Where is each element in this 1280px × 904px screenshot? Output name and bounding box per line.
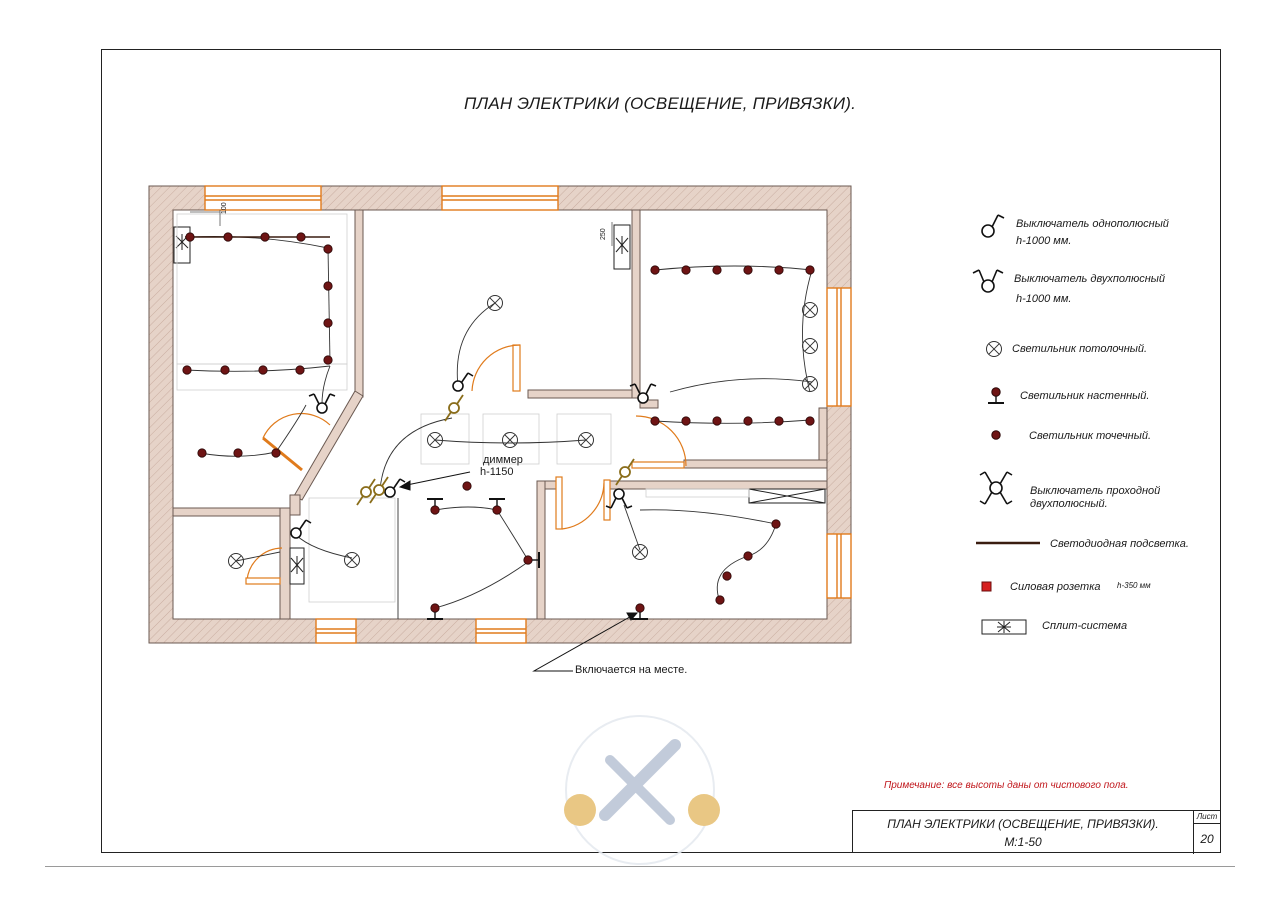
dimension-marks [190,210,613,246]
legend-label-pass-switch-2: двухполюсный. [1030,498,1108,510]
title-block-scale: М:1-50 [1004,835,1042,849]
double-pole-switch-icon [972,269,1004,293]
legend-label-ceiling-light: Светильник потолочный. [1012,343,1148,355]
legend-label-spot-light: Светильник точечный. [1029,430,1151,442]
legend-label-split-system: Сплит-система [1042,620,1128,632]
legend-label-single-switch: Выключатель однополюсный [1016,218,1169,230]
annotation-arrows [398,471,639,672]
legend-label-led-strip: Светодиодная подсветка. [1050,538,1189,550]
title-block-title: ПЛАН ЭЛЕКТРИКИ (ОСВЕЩЕНИЕ, ПРИВЯЗКИ). [887,817,1159,831]
spot-light-icon [991,430,1001,440]
ventilation-box [748,488,826,504]
page-title: ПЛАН ЭЛЕКТРИКИ (ОСВЕЩЕНИЕ, ПРИВЯЗКИ). [464,94,856,113]
split-system-icon [981,619,1027,635]
local-switch-note: Включается на месте. [575,664,688,676]
outer-walls [148,185,852,644]
dimmer-height-label: h-1150 [480,466,514,478]
sheet-number: 20 [1200,832,1214,846]
drawing-frame [101,49,1221,853]
legend-label-double-switch: Выключатель двухполюсный [1014,273,1166,285]
pass-through-switch-icon [979,471,1013,505]
legend-sub-socket: h-350 мм [1117,581,1151,590]
title-block-main: ПЛАН ЭЛЕКТРИКИ (ОСВЕЩЕНИЕ, ПРИВЯЗКИ). М:… [853,811,1194,854]
legend-label-wall-light: Светильник настенный. [1020,390,1150,402]
title-block: ПЛАН ЭЛЕКТРИКИ (ОСВЕЩЕНИЕ, ПРИВЯЗКИ). М:… [852,810,1221,854]
power-socket-icon [981,581,992,592]
windows [204,185,852,644]
watermark-logo [564,715,720,865]
legend-sub-double-switch: h-1000 мм. [1016,293,1072,305]
wall-light-icon [988,387,1004,404]
height-note: Примечание: все высоты даны от чистового… [884,780,1129,791]
furniture-outlines [176,213,750,603]
dimmer-label: диммер [483,454,523,466]
sheet-label: Лист [1193,811,1221,824]
doors [245,344,687,585]
legend-sub-single-switch: h-1000 мм. [1016,235,1072,247]
page-baseline [45,866,1235,867]
legend-label-pass-switch: Выключатель проходной [1030,485,1161,497]
legend-label-socket: Силовая розетка [1010,581,1101,593]
single-pole-switch-icon [981,214,1005,238]
ceiling-light-icon [986,341,1002,357]
